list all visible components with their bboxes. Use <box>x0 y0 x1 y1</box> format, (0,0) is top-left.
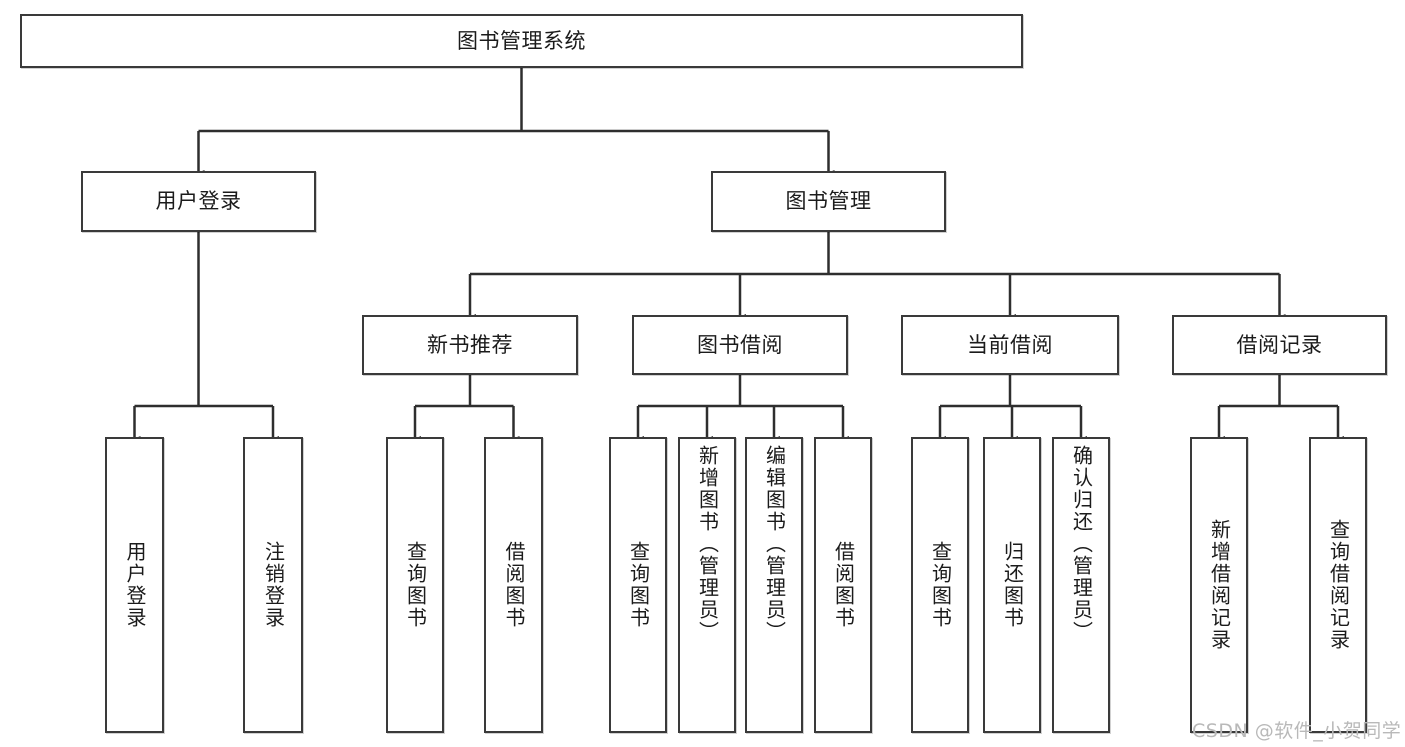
node-label: 当前借阅 <box>967 332 1053 357</box>
node-label: 查询借阅记录 <box>1326 519 1351 651</box>
node-label: 用户登录 <box>155 189 242 214</box>
node-leaf-rc-add[interactable]: 新增借阅记录 <box>1190 437 1248 733</box>
node-label: 查询图书 <box>403 541 428 629</box>
node-borrow[interactable]: 图书借阅 <box>632 315 848 375</box>
node-leaf-bb-query[interactable]: 查询图书 <box>609 437 667 733</box>
node-label: 借阅记录 <box>1236 332 1323 357</box>
node-label: 确认归还（管理员） <box>1069 445 1094 643</box>
node-leaf-bb-edit[interactable]: 编辑图书（管理员） <box>745 437 803 733</box>
node-root[interactable]: 图书管理系统 <box>20 14 1023 68</box>
node-leaf-user-login[interactable]: 用户登录 <box>105 437 164 733</box>
node-label: 借阅图书 <box>502 541 526 629</box>
node-label: 归还图书 <box>1000 541 1025 629</box>
edge-layer <box>128 68 1344 446</box>
node-label: 借阅图书 <box>831 541 856 629</box>
node-label: 编辑图书（管理员） <box>762 445 787 643</box>
node-leaf-cb-return[interactable]: 归还图书 <box>983 437 1041 733</box>
node-leaf-nb-borrow[interactable]: 借阅图书 <box>484 437 543 733</box>
node-label: 图书管理 <box>785 189 872 214</box>
node-label: 新书推荐 <box>427 332 513 357</box>
node-label: 新增图书（管理员） <box>695 445 720 643</box>
node-label: 注销登录 <box>261 541 286 629</box>
node-bookmgmt[interactable]: 图书管理 <box>711 171 946 232</box>
node-label: 新增借阅记录 <box>1207 519 1232 651</box>
node-leaf-rc-query[interactable]: 查询借阅记录 <box>1309 437 1367 733</box>
watermark: CSDN @软件_小贺同学 <box>1192 720 1402 742</box>
node-leaf-bb-add[interactable]: 新增图书（管理员） <box>678 437 736 733</box>
node-label: 用户登录 <box>123 541 147 629</box>
node-newbook[interactable]: 新书推荐 <box>362 315 578 375</box>
node-leaf-cb-confirm[interactable]: 确认归还（管理员） <box>1052 437 1110 733</box>
node-leaf-bb-borrow[interactable]: 借阅图书 <box>814 437 872 733</box>
node-label: 图书管理系统 <box>457 28 586 53</box>
node-login[interactable]: 用户登录 <box>81 171 316 232</box>
node-label: 图书借阅 <box>697 332 783 357</box>
node-label: 查询图书 <box>928 541 953 629</box>
node-leaf-user-logout[interactable]: 注销登录 <box>243 437 303 733</box>
node-label: 查询图书 <box>626 541 651 629</box>
node-records[interactable]: 借阅记录 <box>1172 315 1387 375</box>
node-current[interactable]: 当前借阅 <box>901 315 1119 375</box>
node-leaf-nb-query[interactable]: 查询图书 <box>386 437 444 733</box>
node-leaf-cb-query[interactable]: 查询图书 <box>911 437 969 733</box>
